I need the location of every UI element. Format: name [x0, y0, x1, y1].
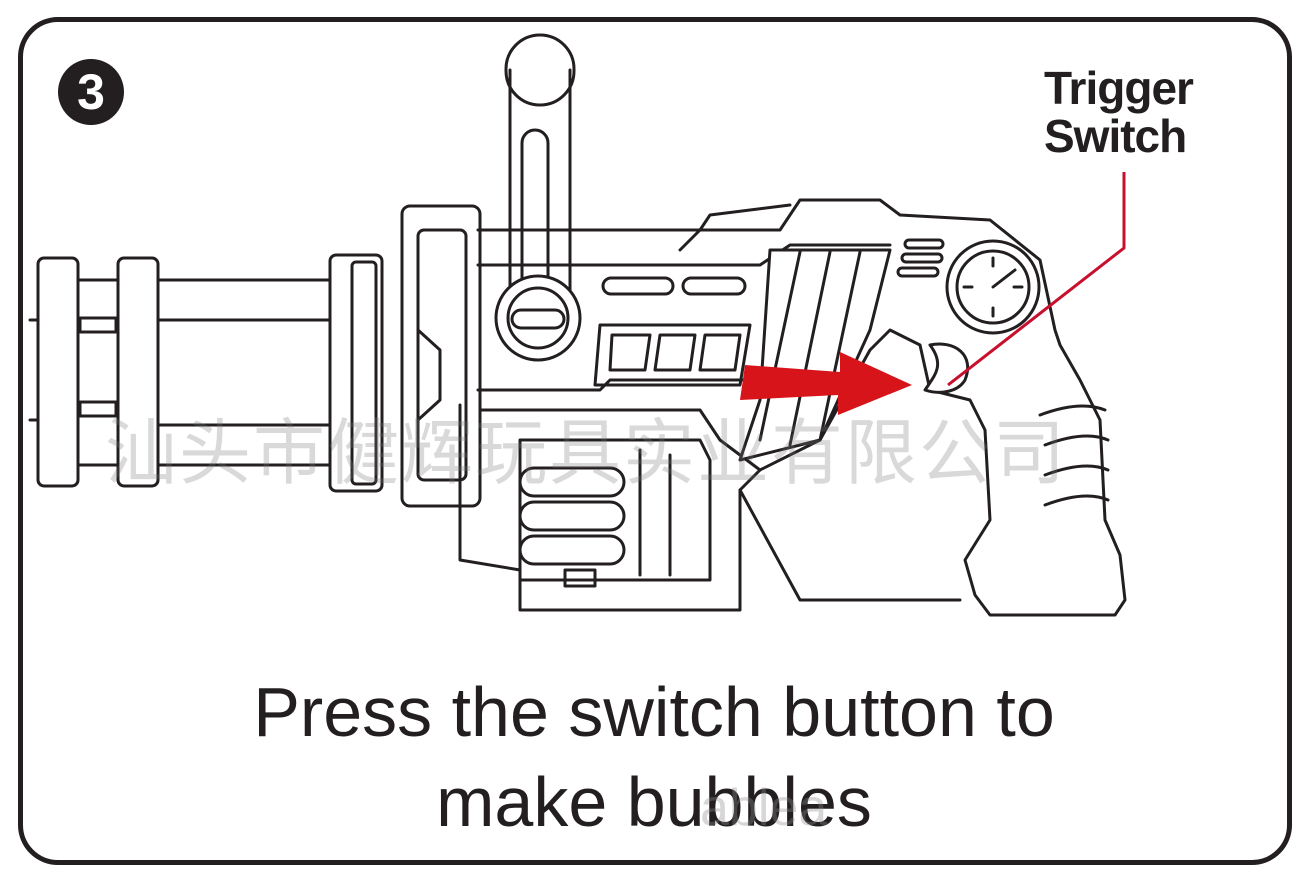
- faint-watermark-mark: ablea: [700, 779, 828, 837]
- watermark-text: 汕头市健辉玩具实业有限公司: [105, 411, 1068, 495]
- instruction-line-2: make bubbles: [436, 763, 872, 841]
- callout-line-2: Switch: [1044, 110, 1187, 162]
- callout-line-1: Trigger: [1044, 62, 1194, 114]
- step-number-badge: 3: [58, 59, 124, 125]
- instruction-line-1: Press the switch button to: [253, 673, 1055, 751]
- trigger-switch-label: Trigger Switch: [1044, 62, 1194, 162]
- direction-arrow-icon: [740, 352, 912, 415]
